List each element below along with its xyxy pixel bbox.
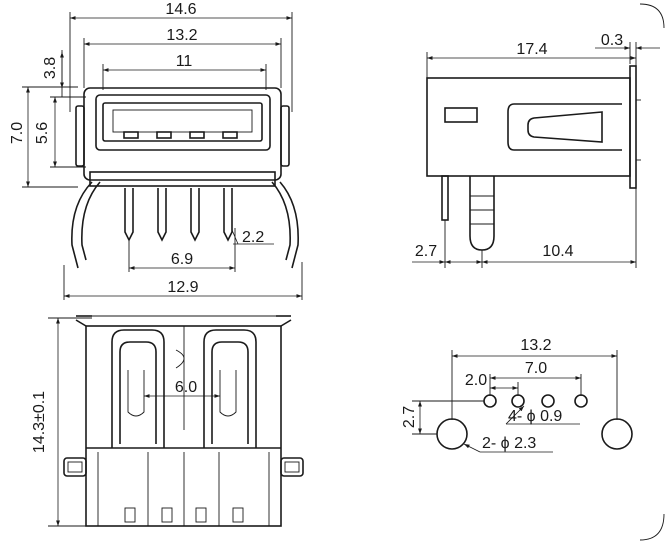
pcb-signal-holes: 4- ϕ 0.9	[508, 408, 562, 425]
top-slot-gap: 6.0	[175, 379, 197, 396]
side-pin-to-rear: 10.4	[542, 243, 573, 260]
pcb-pin-pitch: 2.0	[465, 372, 487, 389]
frame-corner	[639, 3, 665, 29]
top-view: 14.3±0.1 6.0	[31, 315, 304, 527]
front-overall-height: 7.0	[9, 122, 26, 144]
front-leg-span: 12.9	[167, 279, 198, 296]
front-port-width: 11	[176, 53, 193, 70]
front-pin-offset: 2.2	[242, 229, 264, 246]
pcb-row-offset: 2.7	[401, 406, 418, 428]
front-flange-width: 13.2	[166, 27, 197, 44]
front-view: 14.6 13.2 11 7.0 5.6 3.8	[9, 1, 303, 300]
pcb-mount-holes: 2- ϕ 2.3	[482, 435, 536, 452]
pcb-layout: 13.2 7.0 2.0 2.7 4- ϕ 0.9 2- ϕ 2.3	[401, 337, 633, 453]
pcb-mount-span: 13.2	[520, 337, 551, 354]
side-view: 17.4 0.3 2.7 10.4	[412, 32, 660, 268]
front-top-offset: 3.8	[42, 57, 59, 79]
side-pin-offset: 2.7	[415, 243, 437, 260]
pcb-pin-span: 7.0	[525, 360, 547, 377]
front-pin-span: 6.9	[171, 251, 193, 268]
side-flange-thickness: 0.3	[601, 32, 623, 49]
side-length: 17.4	[516, 41, 547, 58]
front-port-height: 5.6	[34, 122, 51, 144]
front-overall-width: 14.6	[165, 1, 196, 18]
frame-corner	[639, 513, 665, 541]
top-length: 14.3±0.1	[31, 391, 48, 453]
